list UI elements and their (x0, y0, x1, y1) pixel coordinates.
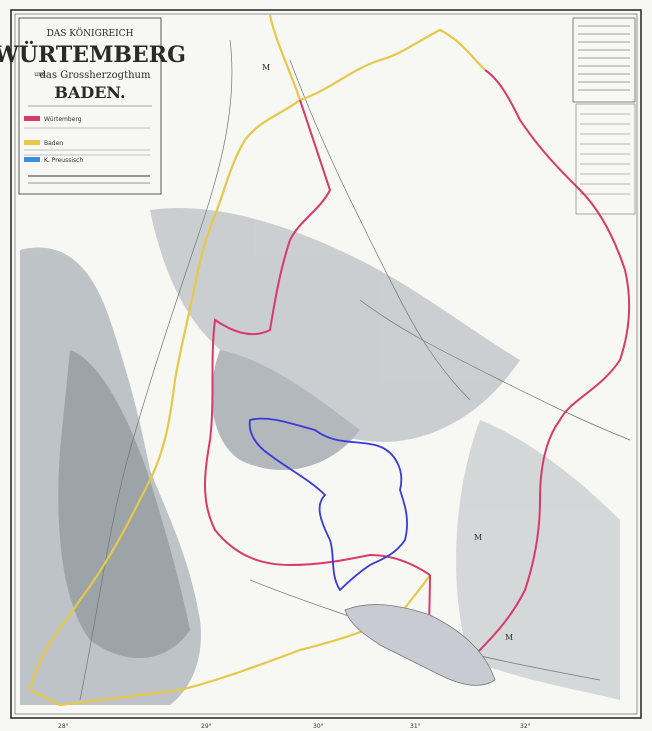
graticule-label: 28° (58, 723, 69, 730)
legend-label-wue: Würtemberg (44, 116, 82, 123)
region-label: M (262, 63, 270, 72)
title-line-3-und: und (34, 71, 46, 78)
region-label: M (505, 633, 513, 642)
baden-border (28, 14, 431, 707)
rivers (79, 39, 631, 701)
hohenzollern-border (248, 417, 408, 592)
inner-frame (14, 13, 638, 715)
explanation-box-2 (575, 103, 636, 215)
graticule-label: 31° (410, 723, 421, 730)
graticule-label: 32° (520, 723, 531, 730)
explanation-box (572, 17, 636, 103)
legend-swatch-baden (24, 140, 40, 145)
legend-swatch-preussen (24, 157, 40, 162)
title-cartouche: DAS KÖNIGREICH WÜRTEMBERG und das Grossh… (0, 17, 186, 195)
wuerttemberg-west-border (204, 99, 431, 576)
bottom-graticule: 28° 29° 30° 31° 32° (58, 723, 531, 730)
legend-label-baden: Baden (44, 140, 63, 147)
title-line-2: WÜRTEMBERG (0, 40, 186, 68)
region-label: M (474, 533, 482, 542)
title-line-1: DAS KÖNIGREICH (47, 27, 134, 39)
graticule-label: 30° (313, 723, 324, 730)
baden-north-border (299, 28, 486, 102)
bodensee (344, 604, 496, 686)
outer-frame (10, 9, 642, 719)
title-line-3: das Grossherzogthum (40, 70, 151, 81)
title-line-4: BADEN. (54, 83, 125, 102)
legend-label-preussen: K. Preussisch (44, 157, 83, 164)
graticule-label: 29° (201, 723, 212, 730)
legend-swatch-wue (24, 116, 40, 121)
